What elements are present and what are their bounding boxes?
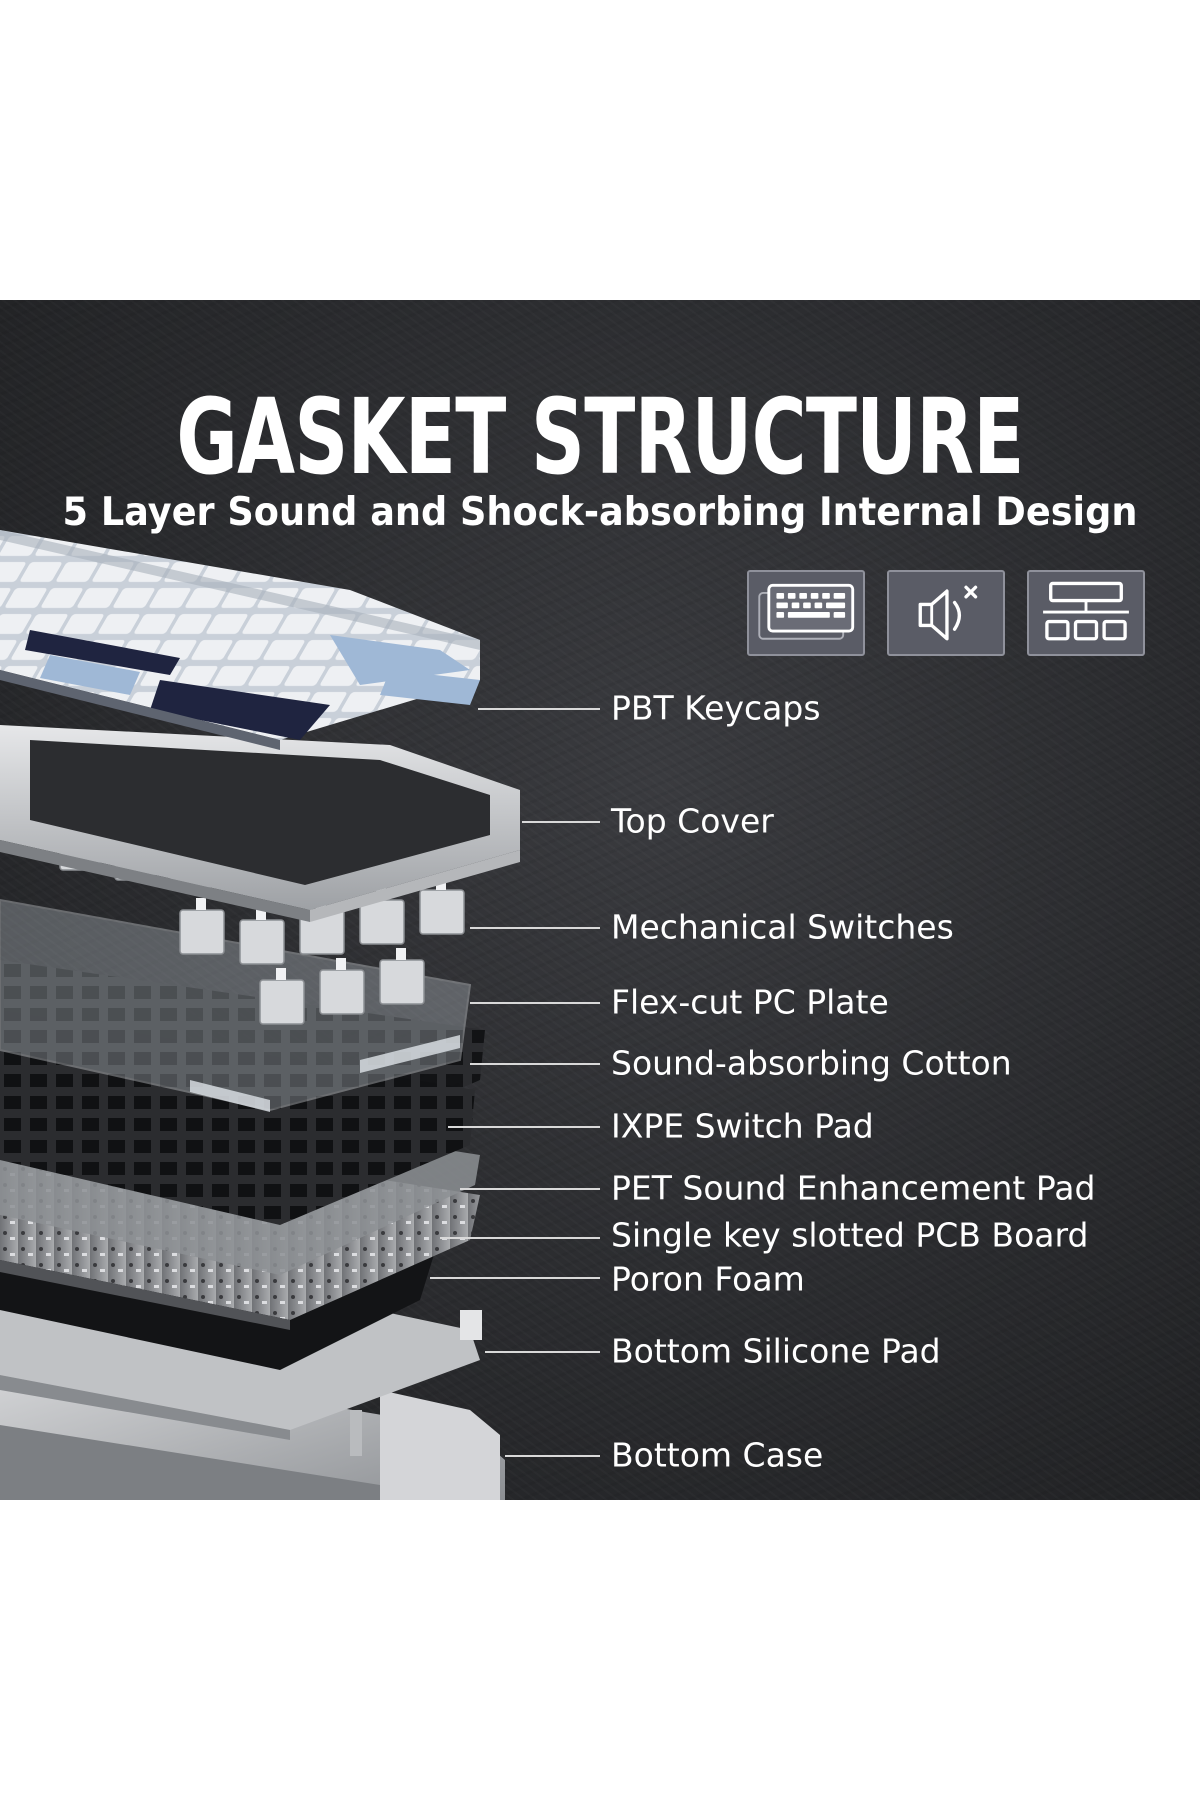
infographic-panel: GASKET STRUCTURE 5 Layer Sound and Shock…	[0, 300, 1200, 1500]
cotton-part	[0, 960, 485, 1165]
layer-label-cotton: Sound-absorbing Cotton	[611, 1043, 1012, 1083]
leader-line	[505, 1455, 600, 1457]
leader-line	[470, 1002, 600, 1004]
keyboard-feature-tile	[747, 570, 865, 656]
leader-line	[470, 1063, 600, 1065]
page-title: GASKET STRUCTURE	[176, 376, 1024, 498]
layer-label-poron-foam: Poron Foam	[611, 1259, 805, 1299]
layer-label-ixpe-pad: IXPE Switch Pad	[611, 1106, 874, 1146]
leader-line	[485, 1351, 600, 1353]
layer-label-switches: Mechanical Switches	[611, 907, 954, 947]
leader-line	[478, 708, 600, 710]
top-cover-part	[0, 725, 520, 922]
leader-line	[460, 1188, 600, 1190]
page-subtitle: 5 Layer Sound and Shock-absorbing Intern…	[62, 490, 1138, 535]
speaker-mute-icon	[918, 585, 978, 641]
leader-line	[522, 821, 600, 823]
exploded-keyboard-illustration	[0, 530, 520, 1500]
layer-label-pet-pad: PET Sound Enhancement Pad	[611, 1168, 1096, 1208]
sound-feature-tile	[887, 570, 1005, 656]
layers-feature-tile	[1027, 570, 1145, 656]
leader-line	[430, 1277, 600, 1279]
layer-label-bottom-case: Bottom Case	[611, 1435, 824, 1475]
layer-label-silicone-pad: Bottom Silicone Pad	[611, 1331, 941, 1371]
leader-line	[448, 1126, 600, 1128]
keycaps-part	[0, 530, 480, 750]
layer-label-top-cover: Top Cover	[611, 801, 774, 841]
layer-label-keycaps: PBT Keycaps	[611, 688, 821, 728]
leader-line	[470, 927, 600, 929]
leader-line	[440, 1237, 600, 1239]
layer-label-pcb-board: Single key slotted PCB Board	[611, 1215, 1089, 1255]
keyboard-icon	[758, 583, 855, 640]
layer-structure-icon	[1043, 581, 1129, 641]
layer-label-pc-plate: Flex-cut PC Plate	[611, 982, 889, 1022]
